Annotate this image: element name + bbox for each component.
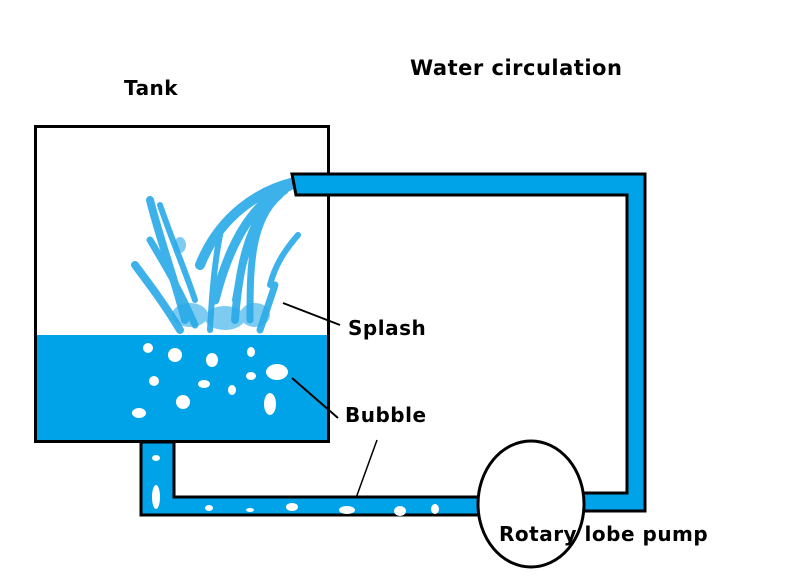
pipe-bubbles (152, 455, 439, 516)
drain-pipe (139, 440, 484, 517)
return-pipe (290, 172, 647, 513)
bubble (264, 393, 276, 415)
pump-body (476, 439, 586, 569)
bubble (143, 343, 153, 353)
bubble (152, 485, 160, 509)
splash-graphic (131, 177, 301, 334)
tank-water (36, 335, 328, 441)
bubble (205, 505, 213, 511)
splash-leader-line (282, 302, 341, 326)
pump-label: Rotary lobe pump (499, 522, 708, 546)
splash-spray (172, 237, 270, 330)
bubble (247, 347, 255, 357)
bubble (132, 408, 146, 418)
bubble (286, 503, 298, 511)
bubble (176, 395, 190, 409)
tank-label: Tank (124, 76, 178, 100)
pipe-bubble-leader-line (355, 439, 378, 499)
bubble (431, 504, 439, 514)
bubble (152, 455, 160, 461)
bubble (246, 508, 254, 512)
bubble (228, 385, 236, 395)
bubble (266, 364, 288, 380)
bubble (168, 348, 182, 362)
bubble (149, 376, 159, 386)
bubble-label: Bubble (345, 403, 427, 427)
diagram-title: Water circulation (410, 56, 622, 80)
bubble (394, 506, 406, 516)
bubble (206, 353, 218, 367)
bubble-leader-line (291, 377, 339, 419)
bubble (198, 380, 210, 388)
tank-outline (34, 125, 330, 443)
bubble (339, 506, 355, 514)
bubble (246, 372, 256, 380)
tank-bubbles (132, 343, 288, 418)
splash-label: Splash (348, 316, 426, 340)
